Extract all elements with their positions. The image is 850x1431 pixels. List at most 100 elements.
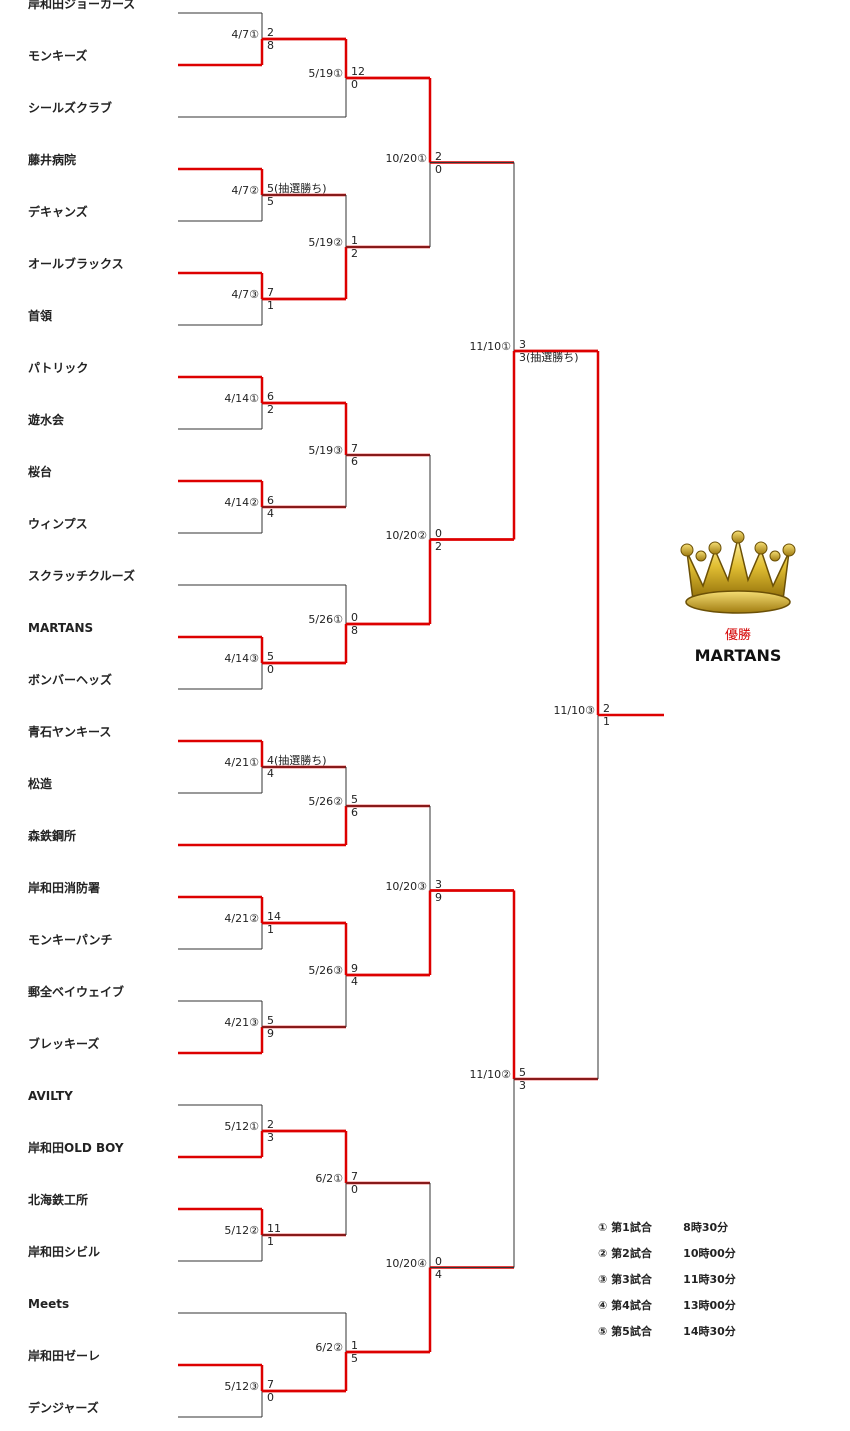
score-top: 6 <box>267 390 274 403</box>
match-date: 4/7① <box>231 28 259 41</box>
score-bottom: 4 <box>351 975 358 988</box>
score-top: 7 <box>267 1378 274 1391</box>
match-date: 6/2② <box>315 1341 343 1354</box>
team-name: 岸和田消防署 <box>28 881 101 895</box>
score-bottom: 0 <box>351 1183 358 1196</box>
score-top: 1 <box>351 234 358 247</box>
match-date: 11/10① <box>469 340 511 353</box>
score-top: 0 <box>351 611 358 624</box>
score-top: 2 <box>603 702 610 715</box>
team-name: スクラッチクルーズ <box>28 569 136 583</box>
team-name: ボンバーヘッズ <box>28 673 113 687</box>
match-date: 4/14① <box>224 392 259 405</box>
score-bottom: 6 <box>351 806 358 819</box>
score-top: 7 <box>351 442 358 455</box>
score-bottom: 0 <box>267 1391 274 1404</box>
score-top: 0 <box>435 526 442 540</box>
score-top: 7 <box>351 1170 358 1183</box>
match-date: 5/26② <box>308 795 343 808</box>
match-date: 4/14② <box>224 496 259 509</box>
team-name: モンキーパンチ <box>28 933 113 947</box>
score-bottom: 0 <box>435 162 442 176</box>
team-name: 岸和田シビル <box>28 1245 101 1259</box>
score-bottom: 9 <box>267 1027 274 1040</box>
score-top: 3 <box>519 338 526 351</box>
team-name: デキャンズ <box>28 205 88 219</box>
score-bottom: 5 <box>267 195 274 208</box>
match-date: 4/21③ <box>224 1016 259 1029</box>
team-name: 首領 <box>28 309 53 323</box>
team-name: Meets <box>28 1297 70 1311</box>
score-bottom: 8 <box>351 624 358 637</box>
match-date: 5/19③ <box>308 444 343 457</box>
score-bottom: 2 <box>267 403 274 416</box>
score-top: 1 <box>351 1339 358 1352</box>
match-date: 10/20② <box>385 528 427 542</box>
match-date: 10/20③ <box>385 879 427 893</box>
score-top: 0 <box>435 1254 442 1268</box>
team-name: 松造 <box>28 777 53 791</box>
score-top: 9 <box>351 962 358 975</box>
match-date: 10/20① <box>385 151 427 165</box>
score-bottom: 0 <box>267 663 274 676</box>
score-bottom: 3 <box>267 1131 274 1144</box>
team-name: 森鉄鋼所 <box>28 829 77 843</box>
match-date: 11/10③ <box>553 704 595 717</box>
match-date: 4/14③ <box>224 652 259 665</box>
score-bottom: 3 <box>519 1079 526 1092</box>
score-bottom: 4 <box>267 767 274 780</box>
score-top: 2 <box>267 26 274 39</box>
score-top: 2 <box>435 149 442 163</box>
score-top: 3 <box>435 877 442 891</box>
match-date: 4/7③ <box>231 288 259 301</box>
score-top: 5 <box>267 650 274 663</box>
score-bottom: 3(抽選勝ち) <box>519 351 579 364</box>
match-date: 4/21② <box>224 912 259 925</box>
match-date: 5/12② <box>224 1224 259 1237</box>
score-bottom: 6 <box>351 455 358 468</box>
team-name: デンジャーズ <box>28 1401 99 1415</box>
score-top: 7 <box>267 286 274 299</box>
score-bottom: 1 <box>267 1235 274 1248</box>
match-date: 5/19② <box>308 236 343 249</box>
team-name: 北海鉄工所 <box>28 1193 89 1207</box>
match-date: 5/12③ <box>224 1380 259 1393</box>
team-name: シールズクラブ <box>28 101 113 115</box>
team-name: 桜台 <box>28 465 53 479</box>
score-top: 5 <box>351 793 358 806</box>
team-name: 遊水会 <box>28 413 65 427</box>
score-top: 5(抽選勝ち) <box>267 182 327 195</box>
score-top: 11 <box>267 1222 281 1235</box>
score-bottom: 0 <box>351 78 358 91</box>
match-date: 5/12① <box>224 1120 259 1133</box>
score-bottom: 1 <box>603 715 610 728</box>
team-name: 岸和田ジョーカーズ <box>28 0 136 11</box>
score-top: 5 <box>267 1014 274 1027</box>
team-name: 岸和田OLD BOY <box>28 1141 124 1155</box>
score-bottom: 8 <box>267 39 274 52</box>
team-name: オールブラックス <box>28 257 124 271</box>
score-bottom: 2 <box>351 247 358 260</box>
team-name: パトリック <box>28 361 89 375</box>
match-date: 11/10② <box>469 1068 511 1081</box>
team-name: AVILTY <box>28 1089 73 1103</box>
score-top: 4(抽選勝ち) <box>267 754 327 767</box>
crown-icon <box>680 530 796 614</box>
match-date: 5/26① <box>308 613 343 626</box>
team-name: 青石ヤンキース <box>28 725 112 739</box>
match-date: 5/26③ <box>308 964 343 977</box>
score-top: 12 <box>351 65 365 78</box>
score-top: 2 <box>267 1118 274 1131</box>
team-name: MARTANS <box>28 621 94 635</box>
team-name: 藤井病院 <box>28 153 77 167</box>
score-top: 5 <box>519 1066 526 1079</box>
score-bottom: 4 <box>435 1267 442 1281</box>
team-name: ブレッキーズ <box>28 1037 100 1051</box>
